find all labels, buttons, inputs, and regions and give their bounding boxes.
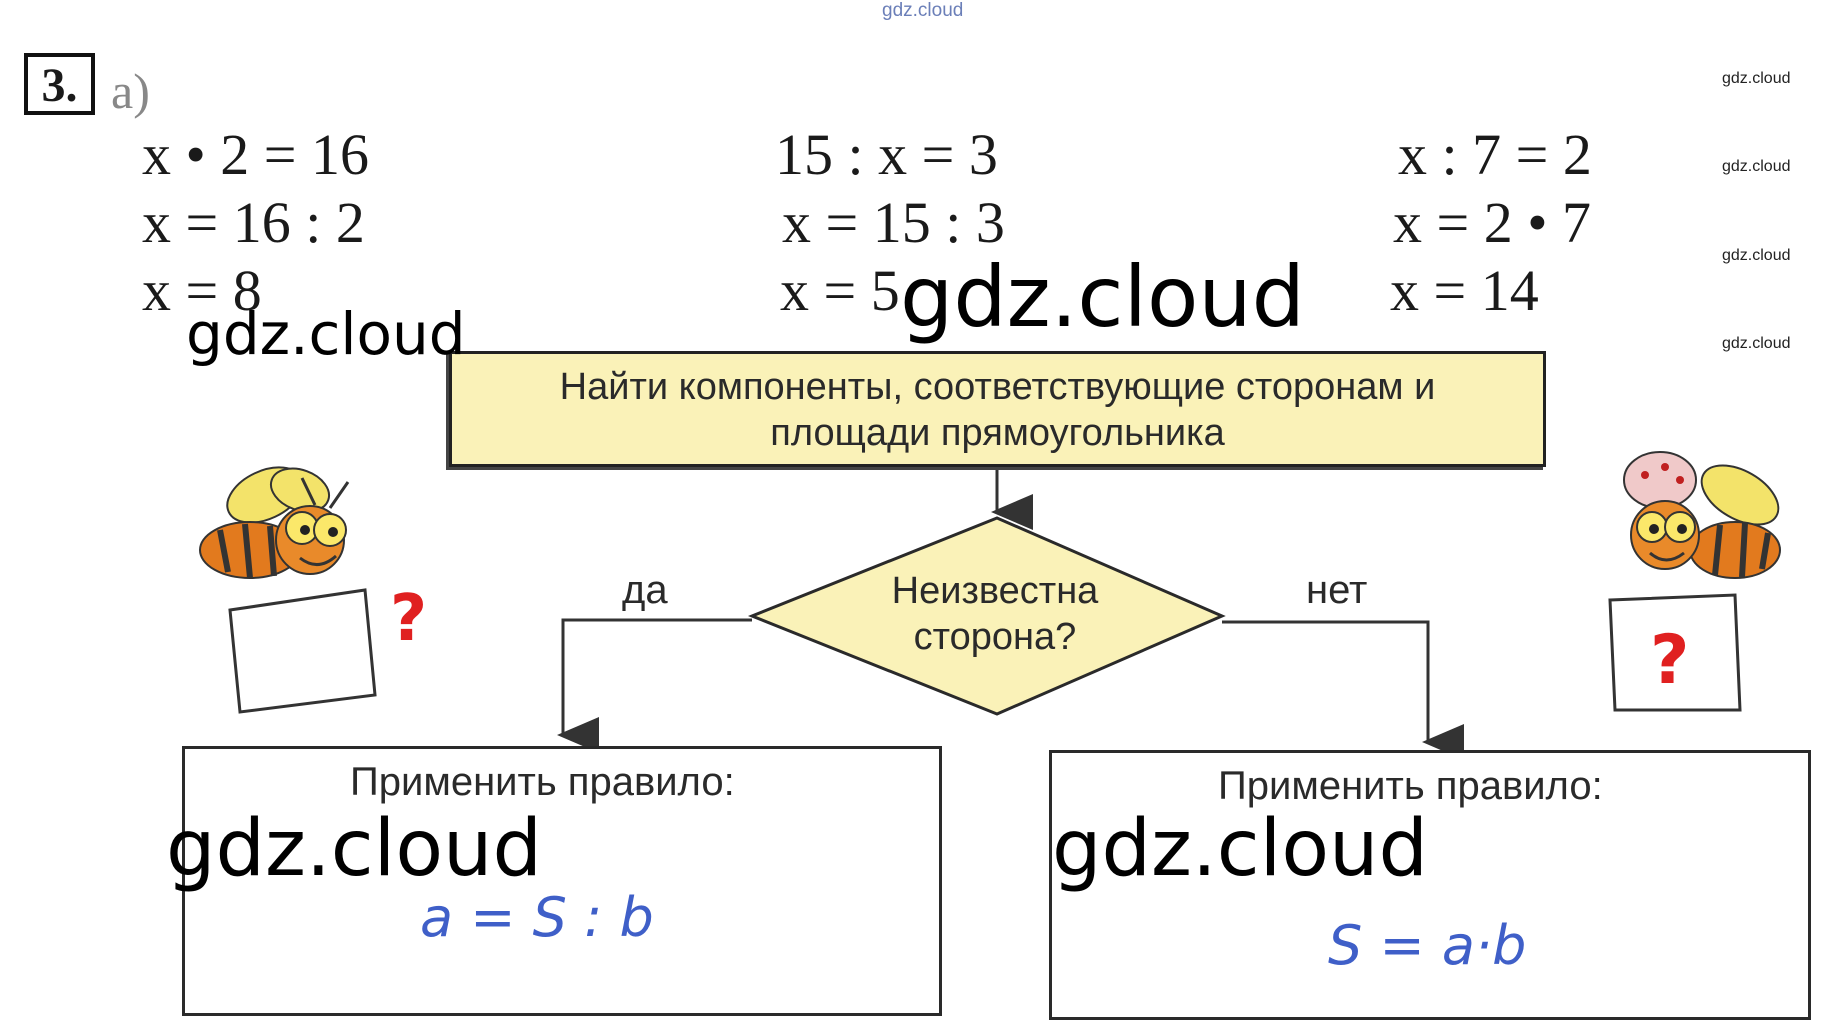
task-line-1: Найти компоненты, соответствующие сторон… [452,364,1543,410]
watermark-big-3: gdz.cloud [166,804,542,894]
rule-title-left: Применить правило: [350,760,735,805]
svg-text:?: ? [390,582,427,656]
watermark-big-4: gdz.cloud [1052,804,1428,894]
task-line-2: площади прямоугольника [452,410,1543,456]
watermark-big-1: gdz.cloud [186,300,466,368]
bee-right-icon: ? [1590,445,1810,720]
formula-left: a = S : b [420,886,654,949]
watermark-big-2: gdz.cloud [900,248,1305,346]
formula-right: S = a·b [1328,914,1526,977]
decision-line-1: Неизвестна [850,568,1140,614]
yes-label: да [622,568,668,613]
bee-left-icon: ? [190,450,440,715]
rule-title-right: Применить правило: [1218,764,1603,809]
svg-text:?: ? [1650,621,1689,700]
decision-line-2: сторона? [850,614,1140,660]
decision-text: Неизвестна сторона? [850,568,1140,660]
task-box: Найти компоненты, соответствующие сторон… [449,351,1546,467]
no-label: нет [1306,568,1367,613]
